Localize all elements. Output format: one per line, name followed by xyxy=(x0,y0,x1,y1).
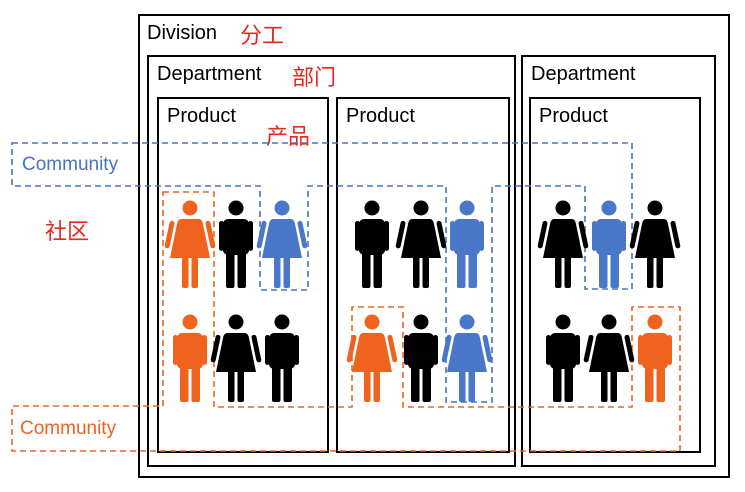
man-icon xyxy=(404,314,438,402)
division-label: Division xyxy=(147,22,218,44)
woman-icon xyxy=(583,314,635,402)
product-box-2 xyxy=(336,97,510,453)
community-label-cn: 社区 xyxy=(45,220,90,245)
man-icon xyxy=(355,200,389,288)
woman-icon xyxy=(537,200,589,288)
woman-icon xyxy=(346,314,398,402)
blue-community-outline xyxy=(11,142,633,403)
department-box-2 xyxy=(521,55,716,467)
product-label-3: Product xyxy=(539,105,608,127)
product-label-2: Product xyxy=(346,105,415,127)
department-label-1: Department xyxy=(157,63,262,85)
department-box-1 xyxy=(147,55,516,467)
division-label-cn: 分工 xyxy=(240,24,285,49)
woman-icon xyxy=(164,200,216,288)
product-label-1: Product xyxy=(167,105,236,127)
woman-icon xyxy=(210,314,262,402)
department-label-cn: 部门 xyxy=(292,66,337,91)
orange-community-outline xyxy=(11,191,681,452)
man-icon xyxy=(638,314,672,402)
product-box-1 xyxy=(157,97,329,453)
woman-icon xyxy=(256,200,308,288)
man-icon xyxy=(592,200,626,288)
woman-icon xyxy=(441,314,493,402)
department-label-2: Department xyxy=(531,63,636,85)
division-box xyxy=(138,14,730,478)
community-label-orange: Community xyxy=(20,418,117,439)
man-icon xyxy=(546,314,580,402)
man-icon xyxy=(265,314,299,402)
community-label-blue: Community xyxy=(22,154,119,175)
woman-icon xyxy=(629,200,681,288)
product-label-cn: 产品 xyxy=(266,125,311,150)
product-box-3 xyxy=(529,97,701,453)
woman-icon xyxy=(395,200,447,288)
man-icon xyxy=(450,200,484,288)
man-icon xyxy=(173,314,207,402)
man-icon xyxy=(219,200,253,288)
